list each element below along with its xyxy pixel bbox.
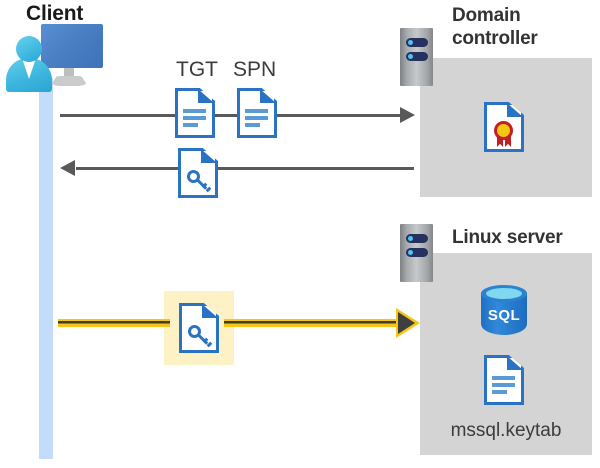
client-title: Client: [26, 2, 84, 25]
document-text-line: [183, 109, 206, 113]
arrowhead-right-icon: [400, 107, 415, 123]
tgt-label: TGT: [176, 58, 218, 81]
message-line-service-ticket-presented: [58, 319, 170, 327]
client-workstation-user-icon: [6, 24, 103, 92]
server-rack-icon: [400, 224, 433, 282]
key-document-icon: [179, 303, 219, 353]
server-led-pill: [406, 248, 428, 257]
monitor-screen-icon: [41, 24, 103, 68]
server-led-pill: [406, 52, 428, 61]
message-line-service-ticket-response: [76, 167, 414, 170]
message-line-tgt-spn-request: [60, 114, 406, 117]
monitor-base-icon: [50, 76, 88, 86]
domain-controller-title: Domain controller: [452, 4, 592, 50]
message-line-service-ticket-presented: [224, 319, 404, 327]
document-page: [237, 88, 277, 138]
document-text-line: [183, 123, 198, 127]
document-text-line: [245, 123, 260, 127]
document-fold: [507, 103, 523, 117]
document-text-line: [245, 109, 268, 113]
text-document-icon: [175, 88, 215, 138]
monitor-neck-icon: [64, 68, 74, 78]
document-page: [175, 88, 215, 138]
client-lifeline: [39, 78, 53, 459]
server-led-pill: [406, 38, 428, 47]
document-text-line: [183, 116, 206, 120]
key-ring-glyph: [188, 325, 201, 338]
document-fold: [507, 356, 523, 370]
document-text-line: [492, 390, 507, 394]
document-text-line: [492, 376, 515, 380]
certificate-ribbon: [505, 136, 511, 147]
sql-database-icon: SQL: [481, 285, 527, 341]
document-page: [484, 355, 524, 405]
arrowhead-left-icon: [60, 160, 75, 176]
arrowhead-right-icon-inner: [398, 312, 415, 334]
keytab-document-icon: [484, 355, 524, 405]
certificate-seal: [494, 121, 513, 140]
server-led-pill: [406, 234, 428, 243]
sql-label: SQL: [487, 307, 521, 324]
server-rack-icon: [400, 28, 433, 86]
linux-server-title: Linux server: [452, 227, 563, 248]
text-document-icon: [237, 88, 277, 138]
database-cylinder-top-inner: [486, 288, 522, 299]
document-text-line: [245, 116, 268, 120]
spn-label: SPN: [233, 58, 277, 81]
keytab-filename-label: mssql.keytab: [450, 420, 562, 441]
domain-controller-title-line1: Domain: [452, 5, 521, 26]
domain-controller-title-line2: controller: [452, 28, 538, 49]
certificate-document-icon: [484, 102, 524, 152]
user-head-icon: [16, 36, 42, 62]
key-document-icon: [178, 148, 218, 198]
document-text-line: [492, 383, 515, 387]
key-ring-glyph: [187, 170, 200, 183]
certificate-ribbon: [497, 136, 503, 147]
